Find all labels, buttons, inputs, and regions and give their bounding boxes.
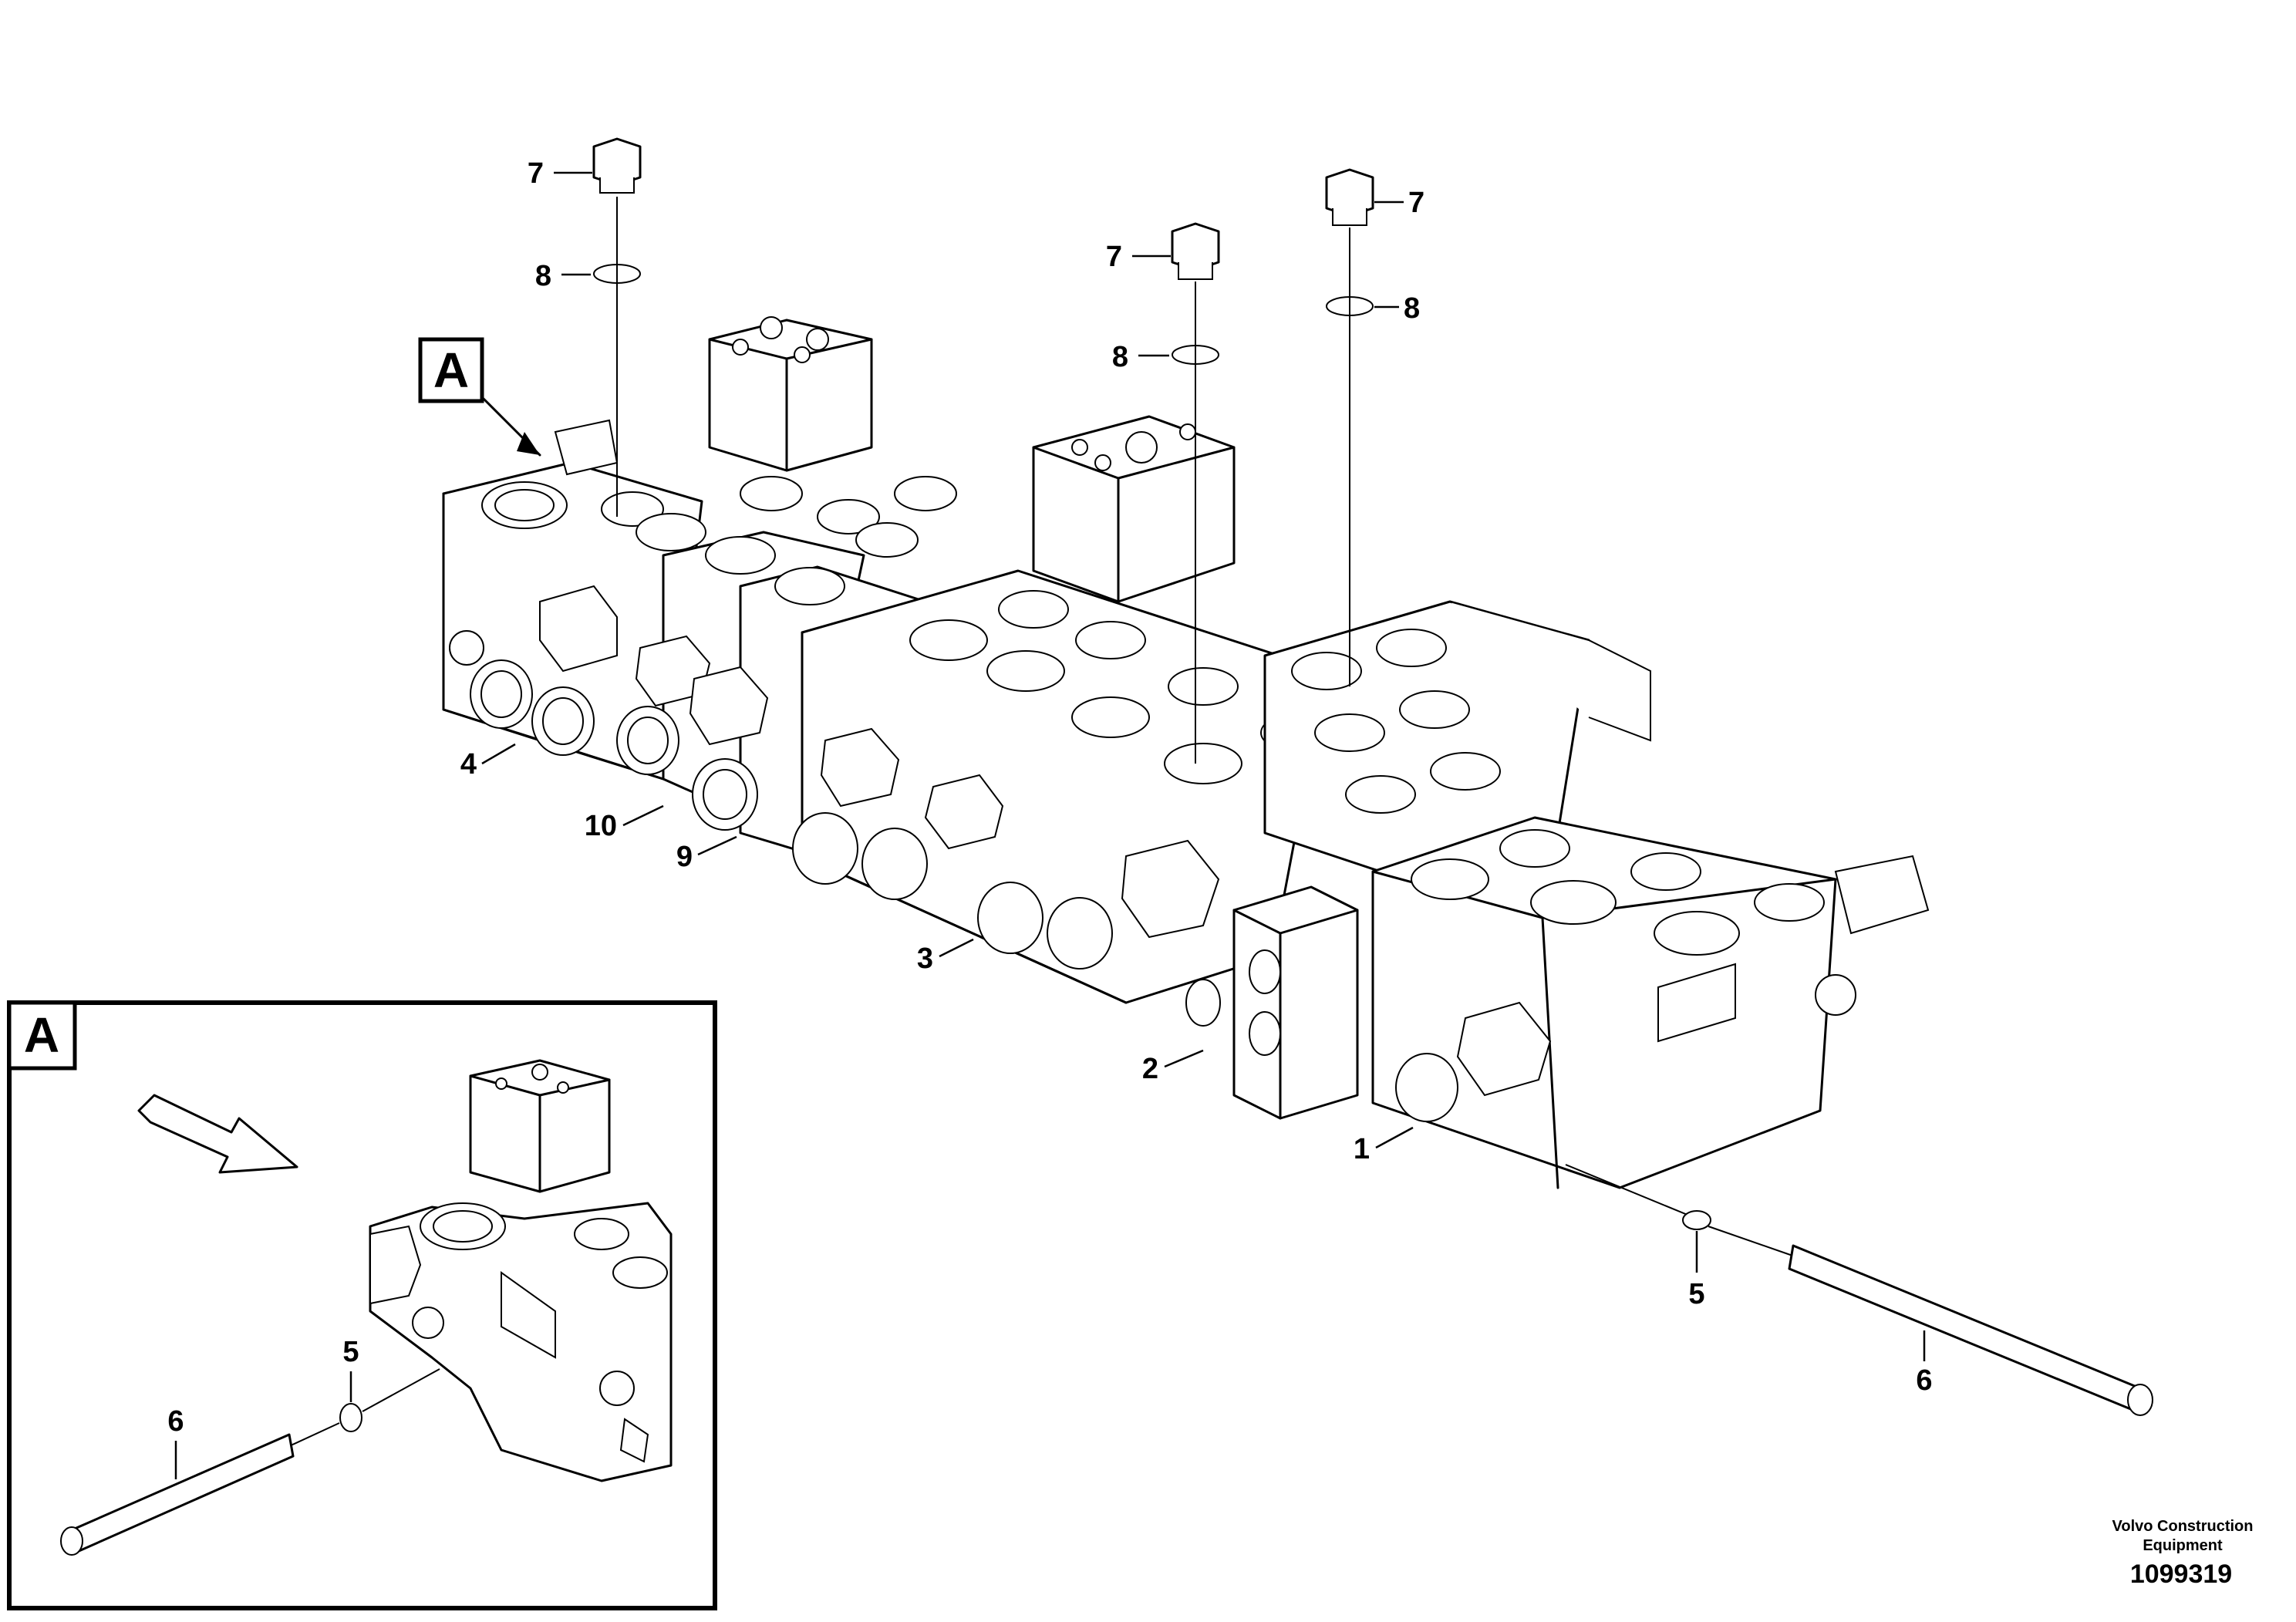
callout-9: 9 bbox=[676, 841, 693, 873]
credit-line-2: Equipment bbox=[2143, 1537, 2223, 1554]
callout-5-main: 5 bbox=[1688, 1278, 1704, 1310]
detail-valve-block bbox=[369, 1059, 673, 1482]
callout-7-center: 7 bbox=[1106, 241, 1122, 273]
callout-10: 10 bbox=[585, 810, 617, 842]
tie-rod-main bbox=[1565, 1164, 2153, 1416]
callout-6-detail: 6 bbox=[167, 1405, 184, 1438]
solenoid-block-center bbox=[1032, 415, 1236, 603]
washer-main bbox=[1682, 1210, 1711, 1230]
detail-washer bbox=[339, 1403, 362, 1432]
valve-sections-right bbox=[1263, 600, 1651, 881]
detail-view-a: A bbox=[7, 1000, 717, 1610]
credit-line-1: Volvo Construction bbox=[2112, 1518, 2254, 1535]
view-indicator-letter: A bbox=[433, 342, 469, 398]
solenoid-block-left bbox=[708, 316, 873, 472]
document-number: 1099319 bbox=[2130, 1560, 2232, 1589]
valve-section-1 bbox=[1371, 816, 1930, 1189]
callout-4: 4 bbox=[460, 748, 477, 781]
callout-5-detail: 5 bbox=[342, 1336, 359, 1368]
callout-6-main: 6 bbox=[1916, 1364, 1932, 1397]
callout-8-right: 8 bbox=[1404, 292, 1420, 325]
callout-1: 1 bbox=[1354, 1133, 1370, 1165]
view-indicator-main: A bbox=[418, 337, 541, 457]
callout-3: 3 bbox=[917, 943, 933, 975]
control-valve-assembly bbox=[442, 137, 2153, 1416]
callout-2: 2 bbox=[1142, 1053, 1158, 1085]
view-direction-arrow bbox=[137, 1094, 298, 1174]
plug-left bbox=[592, 137, 642, 517]
detail-tie-rod bbox=[60, 1368, 440, 1556]
callout-8-left: 8 bbox=[535, 260, 551, 292]
callout-7-left: 7 bbox=[528, 157, 544, 190]
nameplate bbox=[1657, 963, 1736, 1043]
valve-section-2 bbox=[1185, 885, 1359, 1120]
plug-right bbox=[1325, 168, 1374, 686]
detail-view-label: A bbox=[24, 1007, 59, 1063]
callout-8-center: 8 bbox=[1112, 341, 1128, 373]
valve-section-4 bbox=[442, 419, 703, 781]
callout-7-right: 7 bbox=[1408, 187, 1424, 219]
footer-credit: Volvo Construction Equipment 1099319 bbox=[2112, 1518, 2254, 1589]
callouts-main: 7 8 7 8 7 8 4 10 9 3 2 1 5 6 bbox=[460, 157, 1933, 1397]
plug-center bbox=[1171, 222, 1220, 764]
